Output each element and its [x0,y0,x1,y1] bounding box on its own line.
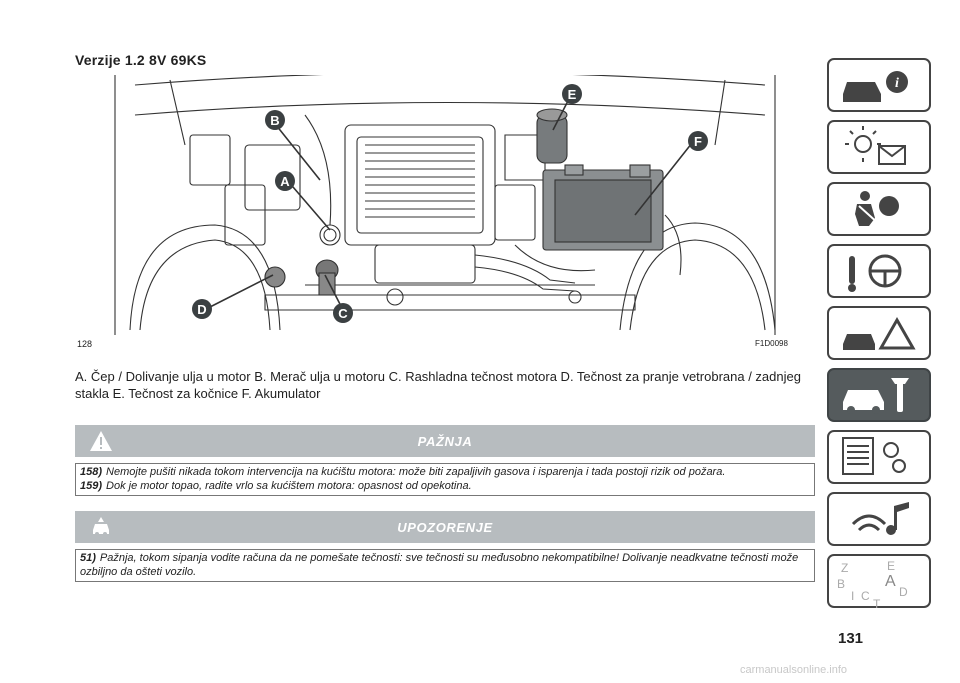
callout-d: D [192,299,212,319]
callout-f-label: F [694,134,702,149]
callout-a: A [275,171,295,191]
tab-safety[interactable] [827,182,931,236]
callout-e: E [562,84,582,104]
watermark: carmanualsonline.info [740,664,848,676]
section-title: Verzije 1.2 8V 69KS [75,52,207,68]
caution-banner: UPOZORENJE [75,511,815,543]
callout-c-label: C [338,306,348,321]
tab-driving[interactable] [827,244,931,298]
tab-car-info[interactable]: i [827,58,931,112]
tab-emergency[interactable] [827,306,931,360]
callout-a-label: A [280,174,290,189]
svg-text:i: i [895,76,899,91]
caution-note: 51)Pažnja, tokom sipanja vodite računa d… [80,551,810,579]
engine-bay-drawing: B A D C E F [114,71,776,335]
car-service-icon [843,378,909,414]
index-icon: Z E B A D I C T [837,559,908,610]
warning-note: 158)Nemojte pušiti nikada tokom interven… [80,465,810,479]
multimedia-icon [851,502,909,535]
car-info-icon: i [843,71,908,102]
emergency-icon [843,316,916,350]
steering-wheel-icon [848,254,902,292]
note-text: Dok je motor topao, radite vrlo sa kućiš… [106,480,472,492]
callout-d-label: D [197,302,206,317]
tab-multimedia[interactable] [827,492,931,546]
callout-f: F [688,131,708,151]
index-letter: I [851,589,854,603]
warning-note: 159)Dok je motor topao, radite vrlo sa k… [80,479,810,493]
figure-number: 128 [77,339,93,349]
tab-technical-data[interactable] [827,430,931,484]
index-letter: T [873,597,881,610]
warning-notes: 158)Nemojte pušiti nikada tokom interven… [75,463,815,496]
note-number: 51) [80,552,96,564]
index-letter: C [861,589,870,603]
index-letter: Z [841,561,848,575]
tab-dashboard-lights[interactable] [827,120,931,174]
safety-airbag-icon [855,191,899,226]
figure-code: F1D0098 [755,339,788,348]
warning-triangle-icon [89,430,113,452]
callout-b: B [265,110,285,130]
warning-title: PAŽNJA [417,434,473,449]
page-number: 131 [838,630,864,647]
note-text: Pažnja, tokom sipanja vodite računa da n… [80,552,799,578]
callout-b-label: B [270,113,279,128]
caution-title: UPOZORENJE [397,520,493,535]
dashboard-lights-icon [845,126,906,165]
index-letter: B [837,577,845,591]
index-letter: E [887,559,895,573]
tab-service[interactable] [827,368,931,422]
figure-caption: A. Čep / Dolivanje ulja u motor B. Merač… [75,369,801,401]
note-number: 159) [80,480,103,492]
tab-index[interactable]: Z E B A D I C T [827,554,931,610]
index-letter: A [885,573,896,590]
caution-notes: 51)Pažnja, tokom sipanja vodite računa d… [75,549,815,582]
note-number: 158) [80,466,103,478]
warning-banner: PAŽNJA [75,425,815,457]
technical-data-icon [842,437,906,475]
callout-c: C [333,303,353,323]
car-caution-icon [89,516,113,538]
index-letter: D [899,585,908,599]
engine-bay-figure: B A D C E F [75,71,815,350]
callout-e-label: E [568,87,577,102]
note-text: Nemojte pušiti nikada tokom intervencija… [106,466,726,478]
